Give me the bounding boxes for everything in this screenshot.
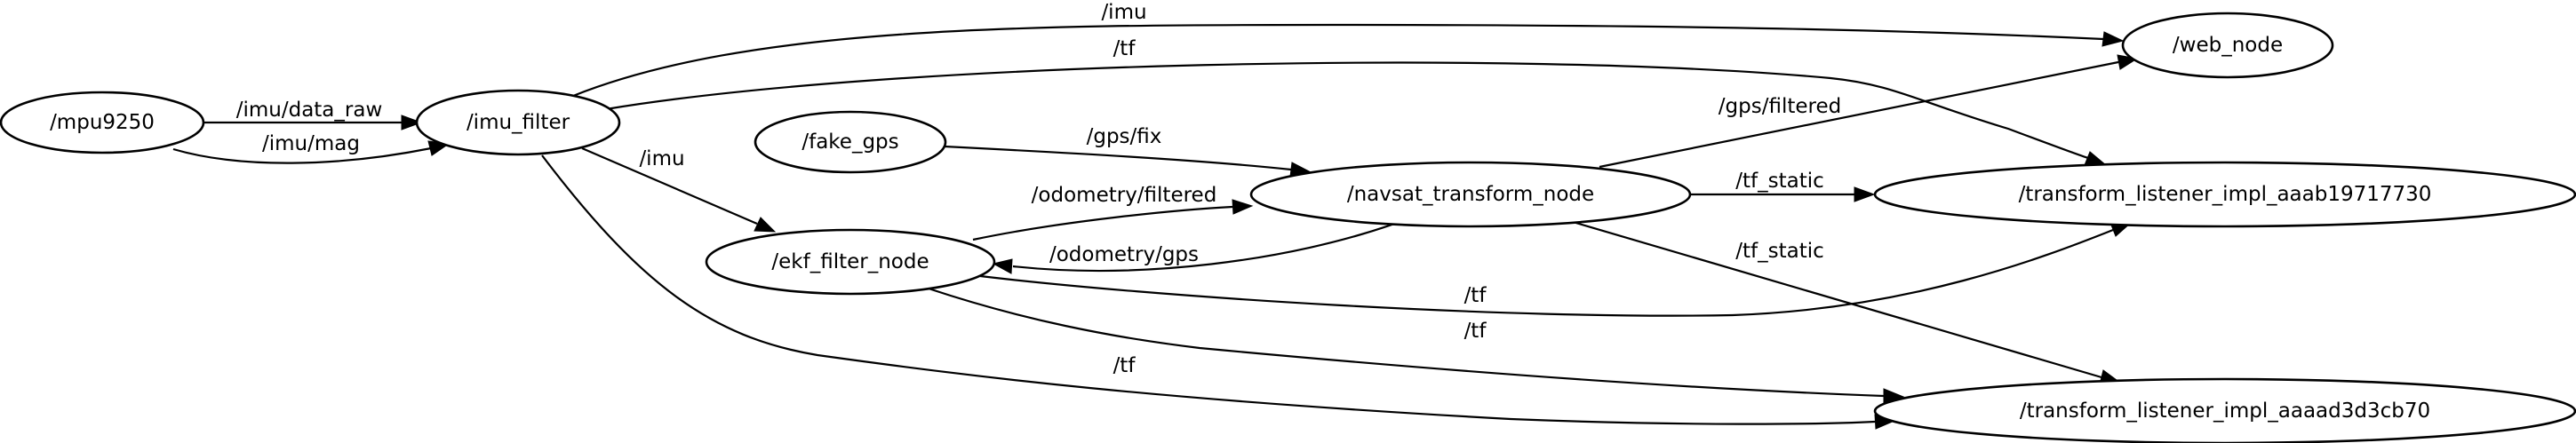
edge-label: /gps/fix	[1087, 125, 1162, 148]
edge-gps-filtered[interactable]: /gps/filtered	[1599, 54, 2139, 169]
edge-gps-fix[interactable]: /gps/fix	[944, 125, 1312, 178]
edge-odometry-filtered[interactable]: /odometry/filtered	[972, 184, 1254, 241]
node-transform-listener-aaab19717730[interactable]: /transform_listener_impl_aaab19717730	[1873, 161, 2576, 228]
edge-label: /tf_static	[1735, 170, 1824, 193]
edge-tf-static-to-listener-aaaa[interactable]: /tf_static	[1572, 220, 2122, 385]
node-label: /mpu9250	[50, 111, 155, 134]
node-label: /imu_filter	[467, 111, 570, 134]
node-imu-filter[interactable]: /imu_filter	[415, 89, 621, 156]
node-web-node[interactable]: /web_node	[2121, 12, 2334, 79]
node-mpu9250[interactable]: /mpu9250	[0, 91, 205, 154]
edge-label: /imu	[639, 147, 684, 170]
edge-label: /tf_static	[1735, 240, 1824, 263]
node-ekf-filter-node[interactable]: /ekf_filter_node	[705, 228, 996, 296]
node-label: /ekf_filter_node	[771, 250, 929, 273]
edge-imu-mag[interactable]: /imu/mag	[172, 132, 451, 164]
edge-imu-filter-tf-to-listener-aaab[interactable]: /tf	[605, 37, 2108, 166]
node-transform-listener-aaaad3d3cb70[interactable]: /transform_listener_impl_aaaad3d3cb70	[1873, 377, 2576, 443]
edge-label: /tf	[1464, 320, 1487, 343]
edge-imu-to-web[interactable]: /imu	[572, 1, 2125, 98]
edge-label: /imu	[1101, 1, 1146, 24]
edge-label: /tf	[1113, 37, 1136, 60]
edge-label: /tf	[1113, 354, 1136, 377]
edge-imu-filter-tf-to-listener-aaaa[interactable]: /tf	[541, 154, 1896, 430]
edge-odometry-gps[interactable]: /odometry/gps	[992, 220, 1400, 274]
edge-label: /imu/mag	[262, 132, 360, 155]
edge-label: /tf	[1464, 284, 1487, 307]
node-fake-gps[interactable]: /fake_gps	[754, 110, 947, 174]
node-label: /navsat_transform_node	[1347, 183, 1594, 206]
node-label: /fake_gps	[802, 131, 898, 154]
node-label: /transform_listener_impl_aaab19717730	[2019, 183, 2432, 206]
edge-label: /odometry/gps	[1049, 243, 1199, 266]
edge-label: /odometry/filtered	[1032, 184, 1217, 207]
edge-imu-data-raw[interactable]: /imu/data_raw	[203, 99, 423, 131]
edge-tf-static-to-listener-aaab[interactable]: /tf_static	[1690, 170, 1876, 202]
node-label: /transform_listener_impl_aaaad3d3cb70	[2020, 399, 2430, 423]
edge-label: /gps/filtered	[1719, 95, 1841, 118]
node-label: /web_node	[2173, 34, 2283, 57]
edge-imu-to-ekf[interactable]: /imu	[581, 146, 777, 233]
edge-label: /imu/data_raw	[236, 99, 383, 122]
node-navsat-transform-node[interactable]: /navsat_transform_node	[1249, 161, 1692, 228]
